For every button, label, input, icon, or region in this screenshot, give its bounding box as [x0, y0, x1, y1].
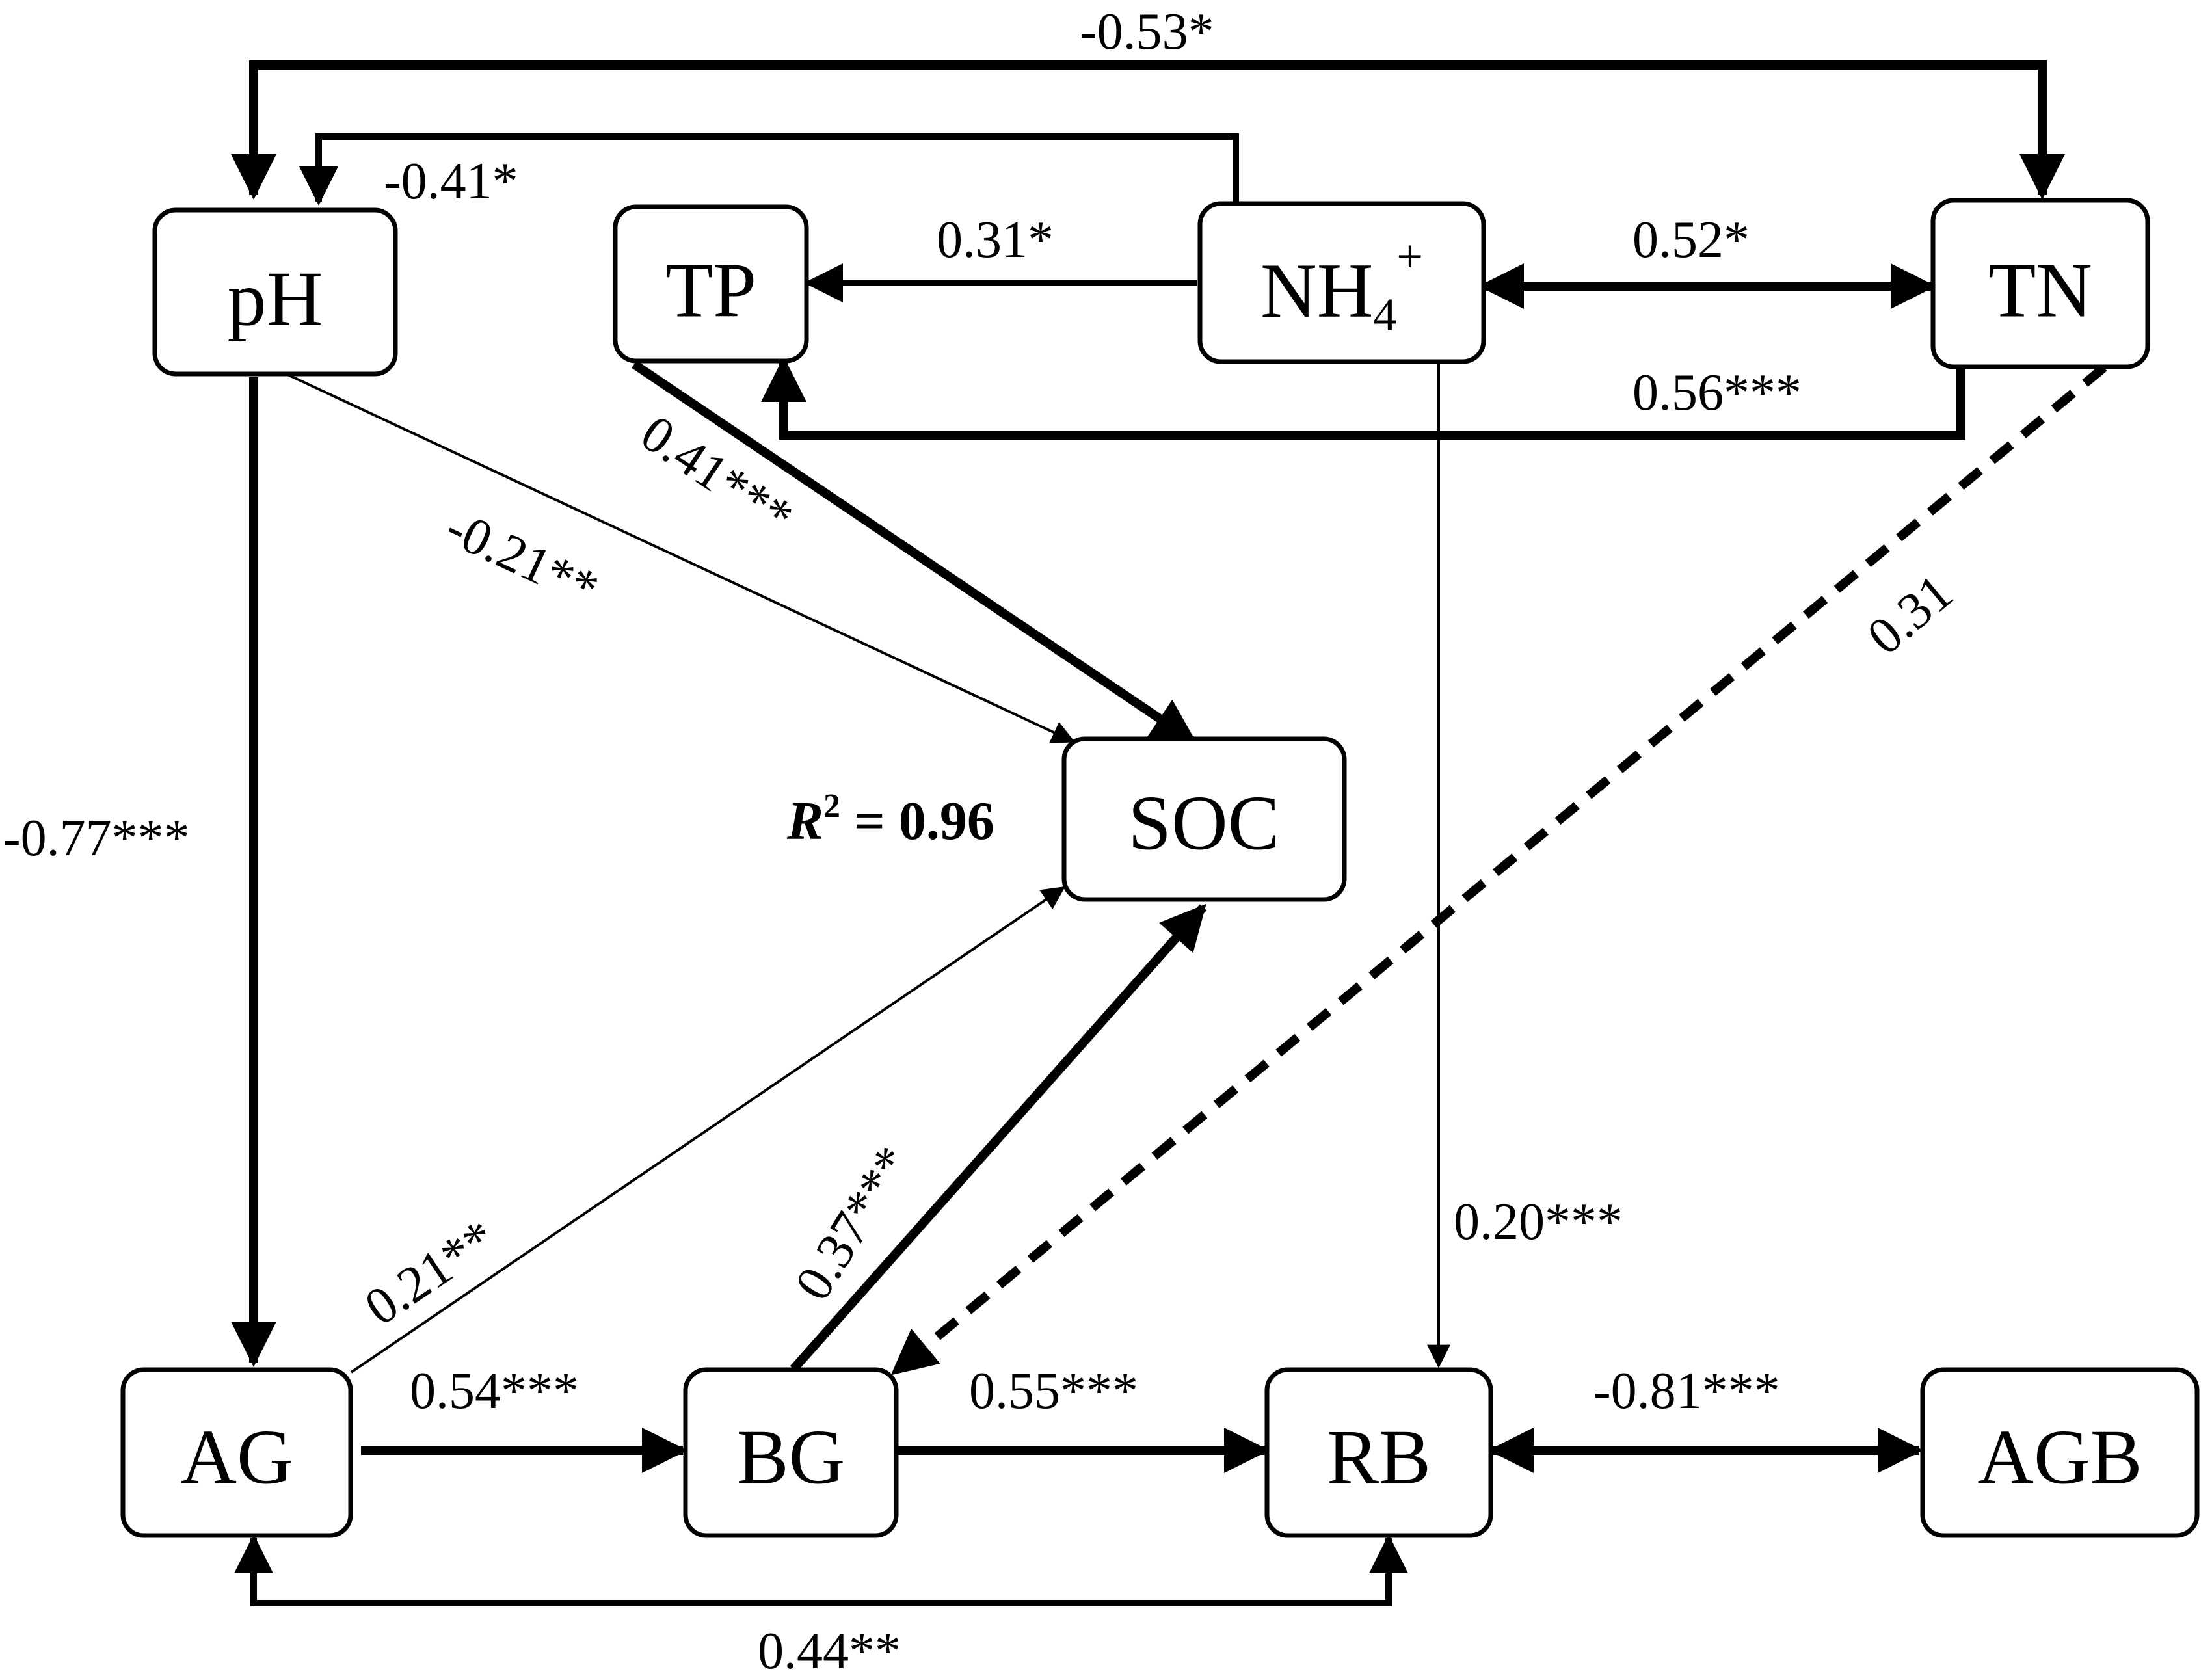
edge-label-tn-tp: 0.56***: [1632, 364, 1802, 421]
edge-label-nh4-tp: 0.31*: [937, 211, 1054, 269]
edge-label-ag-rb: 0.44**: [758, 1623, 901, 1676]
edge-nh4-ph: [299, 133, 1239, 206]
node-tp: TP: [613, 204, 809, 364]
edge-bg-soc: [790, 903, 1207, 1372]
edge-label-ph-soc: -0.21**: [437, 499, 607, 619]
svg-text:TP: TP: [665, 247, 756, 334]
edge-label-tp-soc: 0.41***: [631, 405, 803, 546]
node-ph: pH: [152, 207, 398, 377]
node-nh4: NH4+: [1197, 201, 1486, 364]
edge-label-bg-soc: 0.37***: [784, 1136, 922, 1310]
svg-text:NH4+: NH4+: [1260, 230, 1423, 341]
node-tn: TN: [1930, 198, 2150, 369]
edge-tn-bg: [890, 364, 2107, 1376]
svg-text:SOC: SOC: [1128, 780, 1279, 866]
svg-text:TN: TN: [1988, 247, 2092, 334]
edge-label-ph-ag: -0.77***: [3, 810, 190, 867]
node-bg: BG: [683, 1367, 899, 1538]
edge-tn-tp: [761, 356, 1965, 440]
node-soc: SOC: [1061, 736, 1347, 902]
edge-label-tn-ph: -0.53*: [1080, 3, 1214, 60]
edge-tn-ph: [231, 60, 2065, 200]
edge-tp-soc: [632, 360, 1197, 745]
node-rb: RB: [1264, 1367, 1493, 1538]
edge-label-rb-agb: -0.81***: [1593, 1363, 1780, 1420]
svg-text:BG: BG: [737, 1414, 846, 1500]
edge-ag-soc: [350, 886, 1065, 1374]
edge-label-nh4-rb: 0.20***: [1454, 1193, 1623, 1251]
edge-ph-soc: [286, 373, 1076, 743]
edge-label-tn-bg: 0.31: [1857, 563, 1964, 665]
edge-label-nh4-tn: 0.52*: [1632, 211, 1750, 269]
node-ag: AG: [120, 1367, 353, 1538]
node-agb: AGB: [1920, 1367, 2200, 1538]
svg-text:RB: RB: [1327, 1414, 1431, 1500]
svg-text:AGB: AGB: [1977, 1414, 2142, 1500]
r-squared-label: R2 = 0.96: [786, 788, 994, 851]
edge-label-bg-rb: 0.55***: [969, 1363, 1138, 1420]
edge-ag-rb: [234, 1534, 1408, 1606]
svg-text:AG: AG: [180, 1414, 293, 1500]
edge-label-ag-bg: 0.54***: [410, 1363, 579, 1420]
edge-label-nh4-ph: -0.41*: [384, 153, 518, 210]
svg-text:pH: pH: [228, 256, 323, 342]
